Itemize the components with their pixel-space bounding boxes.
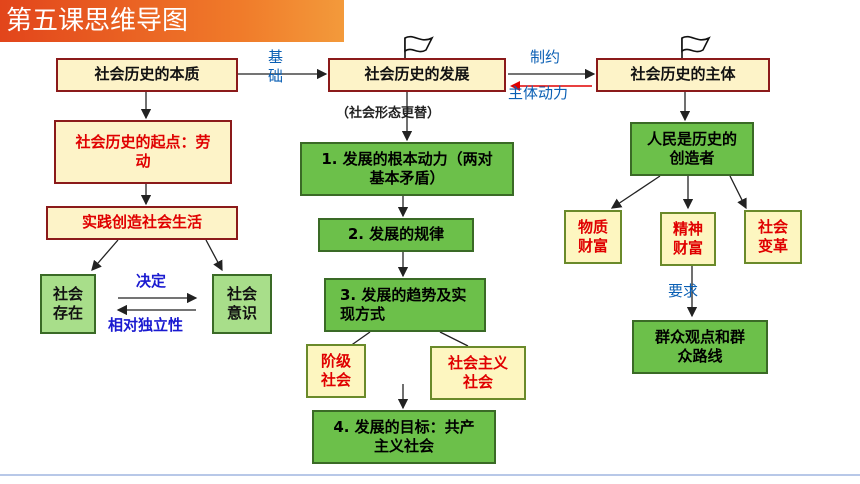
- node-social-being: 社会存在: [40, 274, 96, 334]
- page-title: 第五课思维导图: [0, 0, 344, 42]
- arrow-people-to-material: [610, 175, 661, 209]
- node-start-point: 社会历史的起点：劳动: [54, 120, 232, 184]
- label-basis: 基础: [268, 48, 284, 85]
- arrow-practice-to-consciousness: [205, 239, 223, 272]
- label-main-force: 主体动力: [508, 84, 569, 102]
- node-socialist-society: 社会主义社会: [430, 346, 526, 400]
- label-requires: 要求: [668, 282, 699, 300]
- node-trend: 3. 发展的趋势及实现方式: [324, 278, 486, 332]
- node-social-consciousness: 社会意识: [212, 274, 272, 334]
- node-practice: 实践创造社会生活: [46, 206, 238, 240]
- node-goal: 4. 发展的目标：共产主义社会: [312, 410, 496, 464]
- node-social-change: 社会变革: [744, 210, 802, 264]
- node-development: 社会历史的发展: [328, 58, 506, 92]
- label-form-change: （社会形态更替）: [336, 106, 441, 121]
- node-law: 2. 发展的规律: [318, 218, 474, 252]
- node-driving-force: 1. 发展的根本动力（两对基本矛盾）: [300, 142, 514, 196]
- node-spiritual-wealth: 精神财富: [660, 212, 716, 266]
- line-trend-to-socialist: [439, 331, 469, 347]
- arrow-practice-to-being: [91, 239, 119, 271]
- node-material-wealth: 物质财富: [564, 210, 622, 264]
- flag-subject-icon: [681, 35, 711, 64]
- flag-development-icon: [404, 35, 434, 64]
- label-decides: 决定: [136, 272, 167, 290]
- node-subject: 社会历史的主体: [596, 58, 770, 92]
- label-relative-independence: 相对独立性: [108, 316, 184, 334]
- label-constraint: 制约: [530, 48, 561, 66]
- node-mass-viewpoint: 群众观点和群众路线: [632, 320, 768, 374]
- node-people: 人民是历史的创造者: [630, 122, 754, 176]
- node-class-society: 阶级社会: [306, 344, 366, 398]
- arrow-main-force-head: [510, 81, 520, 91]
- arrow-people-to-change: [729, 175, 747, 210]
- node-essence: 社会历史的本质: [56, 58, 238, 92]
- bottom-divider: [0, 474, 860, 476]
